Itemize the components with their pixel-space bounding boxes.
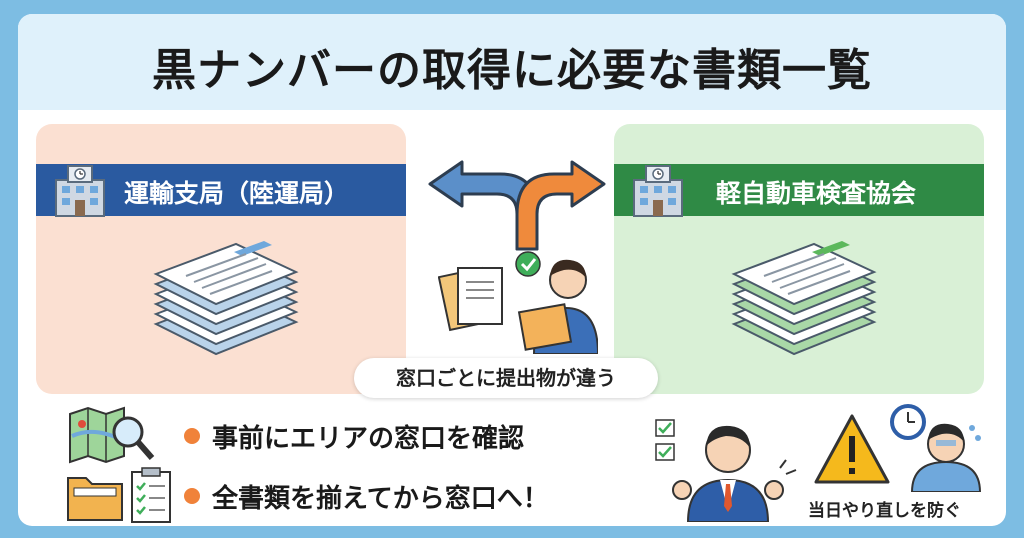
warning-worried-person-icon bbox=[814, 404, 982, 492]
center-note: 窓口ごとに提出物が違う bbox=[354, 358, 658, 398]
document-stack-icon bbox=[731, 241, 877, 356]
businessman-icon bbox=[655, 419, 797, 522]
panel-title: 運輸支局（陸運局） bbox=[124, 179, 350, 208]
panel-title: 軽自動車検査協会 bbox=[716, 179, 917, 208]
bullet-dot bbox=[184, 428, 200, 444]
tip-item: 全書類を揃えてから窓口へ！ bbox=[184, 478, 549, 515]
tip-text: 全書類を揃えてから窓口へ！ bbox=[212, 484, 549, 514]
panel-transport-bureau: 運輸支局（陸運局） bbox=[36, 124, 406, 394]
tip-text: 事前にエリアの窓口を確認 bbox=[212, 424, 525, 454]
building-icon bbox=[633, 165, 683, 217]
panel-light-vehicle-inspection: 軽自動車検査協会 bbox=[614, 124, 984, 394]
document-stack-icon bbox=[153, 241, 299, 356]
folder-checklist-icon bbox=[67, 467, 171, 523]
building-icon bbox=[55, 165, 105, 217]
page-title: 黒ナンバーの取得に必要な書類一覧 bbox=[152, 45, 872, 96]
title-bar: 黒ナンバーの取得に必要な書類一覧 bbox=[18, 14, 1006, 110]
staff-person-icon bbox=[438, 251, 598, 354]
panel-header-transport-bureau: 運輸支局（陸運局） bbox=[36, 164, 406, 217]
bullet-dot bbox=[184, 488, 200, 504]
panel-header-light-vehicle-inspection: 軽自動車検査協会 bbox=[614, 164, 984, 217]
prevention-caption: 当日やり直しを防ぐ bbox=[808, 501, 961, 521]
tip-item: 事前にエリアの窓口を確認 bbox=[184, 418, 524, 455]
map-magnifier-icon bbox=[69, 406, 155, 464]
infographic-card: 黒ナンバーの取得に必要な書類一覧 運輸支局（陸運局） bbox=[18, 14, 1006, 526]
split-arrows-icon bbox=[428, 160, 606, 251]
